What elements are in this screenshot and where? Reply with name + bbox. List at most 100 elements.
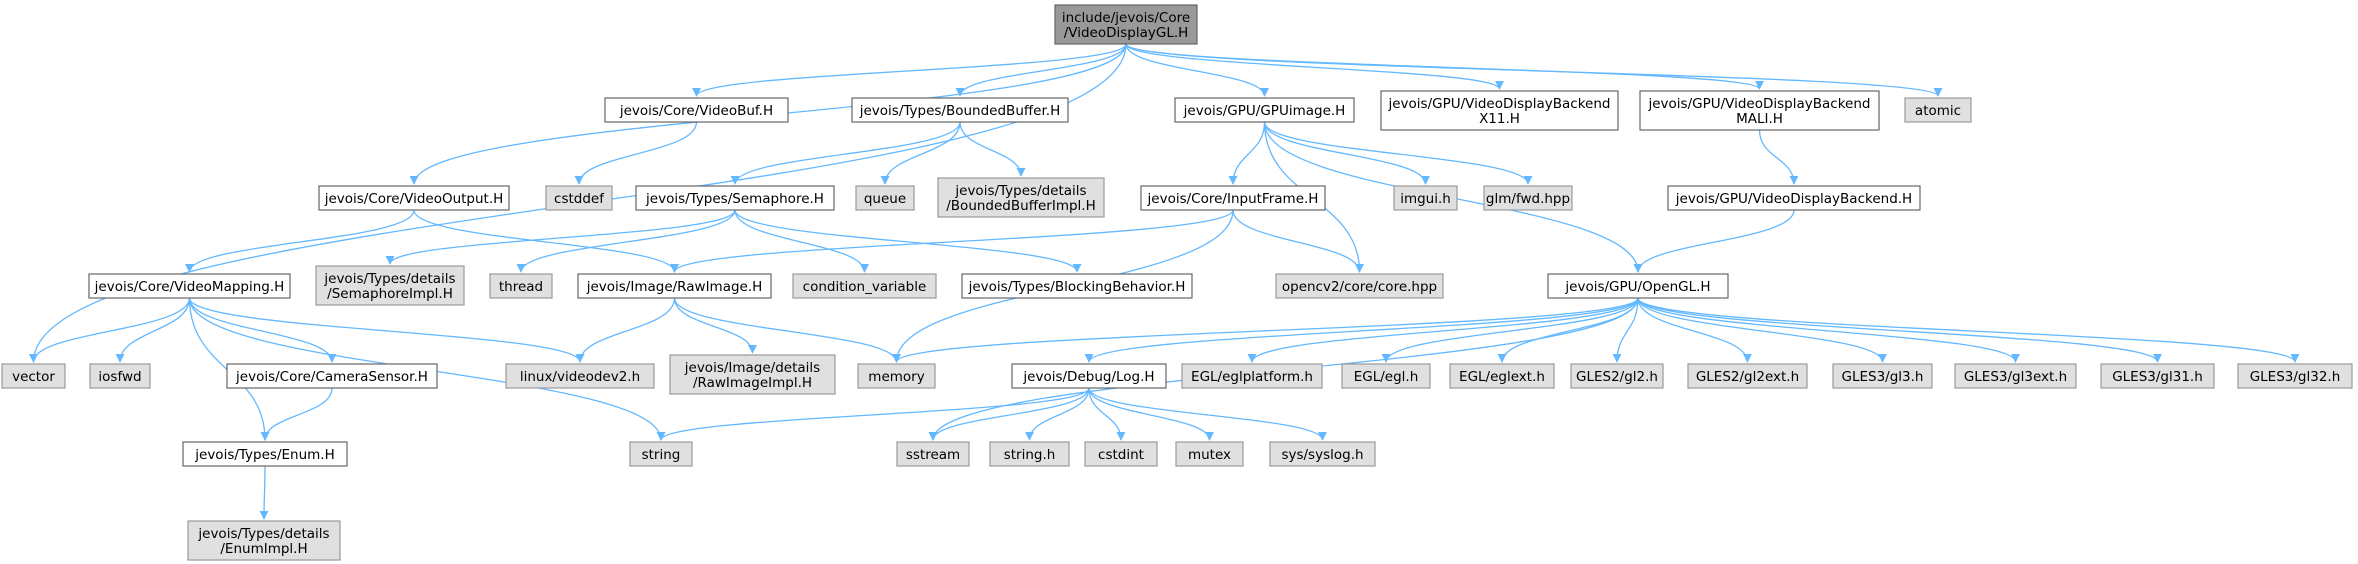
- node-label-videodisplaygl-line-0: include/jevois/Core: [1062, 10, 1190, 26]
- node-string: string: [629, 441, 693, 467]
- edge-rawimage-to-rawimageimpl: [673, 297, 758, 354]
- node-label-glmfwd-line-0: glm/fwd.hpp: [1486, 191, 1570, 207]
- node-box-gles31: [2100, 363, 2215, 389]
- node-label-condvar-line-0: condition_variable: [803, 279, 927, 295]
- node-label-queue-line-0: queue: [864, 191, 906, 207]
- node-videooutput[interactable]: jevois/Core/VideoOutput.H: [318, 185, 510, 211]
- edge-videooutput-to-videomapping: [185, 209, 415, 273]
- node-box-imgui: [1393, 185, 1458, 211]
- edge-videomapping-to-iosfwd: [115, 297, 191, 363]
- node-stringh: string.h: [989, 441, 1070, 467]
- node-box-videodisplaygl: [1054, 4, 1198, 45]
- node-syslog: sys/syslog.h: [1269, 441, 1376, 467]
- node-semaphore[interactable]: jevois/Types/Semaphore.H: [635, 185, 835, 211]
- node-vector: vector: [1, 363, 66, 389]
- node-box-videodev2: [505, 363, 655, 389]
- node-label-enumimpl-line-0: jevois/Types/details: [197, 526, 329, 542]
- edge-log-to-stringh: [1024, 387, 1090, 441]
- edge-videodisplaygl-to-gpuimage: [1125, 43, 1270, 97]
- node-opengl[interactable]: jevois/GPU/OpenGL.H: [1547, 273, 1729, 299]
- node-box-glmfwd: [1483, 185, 1573, 211]
- node-gles2ext: GLES2/gl2ext.h: [1687, 363, 1808, 389]
- node-label-gles2-line-0: GLES2/gl2.h: [1576, 369, 1658, 385]
- edge-semaphore-to-semaphoreimpl: [385, 209, 736, 265]
- node-boundedbuffer[interactable]: jevois/Types/BoundedBuffer.H: [851, 97, 1069, 123]
- edge-opengl-to-gles3ext: [1637, 297, 2020, 363]
- node-box-videobuf: [604, 97, 789, 123]
- node-label-boundedbufferimpl-line-0: jevois/Types/details: [954, 183, 1086, 199]
- edge-log-to-string: [656, 387, 1090, 441]
- edge-inputframe-to-rawimage: [670, 209, 1234, 273]
- node-videobuf[interactable]: jevois/Core/VideoBuf.H: [604, 97, 789, 123]
- node-enum[interactable]: jevois/Types/Enum.H: [182, 441, 348, 467]
- edge-videodisplaygl-to-boundedbuffer: [955, 43, 1127, 97]
- node-videomapping[interactable]: jevois/Core/VideoMapping.H: [88, 273, 291, 299]
- node-box-videomapping: [88, 273, 291, 299]
- node-gles32: GLES3/gl32.h: [2237, 363, 2353, 389]
- node-label-sstream-line-0: sstream: [906, 447, 960, 463]
- edge-opengl-to-eglplatform: [1247, 297, 1639, 363]
- node-box-inputframe: [1140, 185, 1326, 211]
- node-label-backendmali-line-0: jevois/GPU/VideoDisplayBackend: [1648, 96, 1871, 112]
- node-box-iosfwd: [89, 363, 151, 389]
- node-blocking[interactable]: jevois/Types/BlockingBehavior.H: [961, 273, 1193, 299]
- edge-opengl-to-egl: [1381, 297, 1639, 363]
- edge-gpuimage-to-glmfwd: [1263, 121, 1533, 185]
- node-videodisplaygl[interactable]: include/jevois/Core/VideoDisplayGL.H: [1054, 4, 1198, 45]
- node-camerasensor[interactable]: jevois/Core/CameraSensor.H: [226, 363, 438, 389]
- edge-gpuimage-to-inputframe: [1228, 121, 1266, 185]
- node-gles3: GLES3/gl3.h: [1832, 363, 1933, 389]
- node-queue: queue: [855, 185, 915, 211]
- node-box-gles3ext: [1954, 363, 2077, 389]
- node-thread: thread: [489, 273, 553, 299]
- node-rawimage[interactable]: jevois/Image/RawImage.H: [577, 273, 772, 299]
- node-box-gpuimage: [1174, 97, 1355, 123]
- node-memory: memory: [857, 363, 936, 389]
- node-label-enumimpl-line-1: /EnumImpl.H: [220, 541, 307, 557]
- edge-opengl-to-memory: [892, 297, 1639, 363]
- edge-videobuf-to-cstddef: [574, 121, 698, 185]
- node-rawimageimpl: jevois/Image/details/RawImageImpl.H: [669, 354, 836, 395]
- node-label-boundedbuffer-line-0: jevois/Types/BoundedBuffer.H: [859, 103, 1060, 119]
- node-label-gles3ext-line-0: GLES3/gl3ext.h: [1964, 369, 2067, 385]
- node-box-enum: [182, 441, 348, 467]
- node-box-mutex: [1175, 441, 1244, 467]
- node-backendh[interactable]: jevois/GPU/VideoDisplayBackend.H: [1667, 185, 1921, 211]
- node-inputframe[interactable]: jevois/Core/InputFrame.H: [1140, 185, 1326, 211]
- node-label-cstddef-line-0: cstddef: [554, 191, 605, 207]
- node-boundedbufferimpl: jevois/Types/details/BoundedBufferImpl.H: [937, 177, 1105, 218]
- edge-log-to-syslog: [1088, 387, 1327, 441]
- edge-opengl-to-log: [1084, 297, 1639, 363]
- edge-log-to-cstdint: [1088, 387, 1126, 441]
- node-box-backendx11: [1380, 90, 1619, 131]
- node-box-gles3: [1832, 363, 1933, 389]
- node-label-vector-line-0: vector: [12, 369, 55, 385]
- node-label-videooutput-line-0: jevois/Core/VideoOutput.H: [324, 191, 504, 207]
- node-opencvcore: opencv2/core/core.hpp: [1275, 273, 1444, 299]
- node-label-backendh-line-0: jevois/GPU/VideoDisplayBackend.H: [1675, 191, 1912, 207]
- edge-rawimage-to-videodev2: [575, 297, 676, 363]
- edge-rawimage-to-memory: [673, 297, 901, 363]
- node-label-videodev2-line-0: linux/videodev2.h: [520, 369, 640, 385]
- node-box-semaphoreimpl: [315, 265, 465, 306]
- node-label-gles32-line-0: GLES3/gl32.h: [2250, 369, 2341, 385]
- node-label-string-line-0: string: [642, 447, 681, 463]
- node-gpuimage[interactable]: jevois/GPU/GPUimage.H: [1174, 97, 1355, 123]
- node-label-backendx11-line-0: jevois/GPU/VideoDisplayBackend: [1388, 96, 1611, 112]
- node-box-log: [1011, 363, 1167, 389]
- node-log[interactable]: jevois/Debug/Log.H: [1011, 363, 1167, 389]
- node-atomic: atomic: [1904, 97, 1972, 123]
- node-label-backendmali-line-1: MALI.H: [1736, 111, 1783, 127]
- node-box-queue: [855, 185, 915, 211]
- edge-videodisplaygl-to-atomic: [1125, 43, 1943, 97]
- node-box-backendmali: [1639, 90, 1880, 131]
- edge-opengl-to-gles3: [1637, 297, 1887, 363]
- node-label-eglplatform-line-0: EGL/eglplatform.h: [1191, 369, 1313, 385]
- node-label-cstdint-line-0: cstdint: [1098, 447, 1144, 463]
- node-label-gpuimage-line-0: jevois/GPU/GPUimage.H: [1183, 103, 1346, 119]
- node-label-videodisplaygl-line-1: /VideoDisplayGL.H: [1064, 25, 1189, 41]
- node-box-memory: [857, 363, 936, 389]
